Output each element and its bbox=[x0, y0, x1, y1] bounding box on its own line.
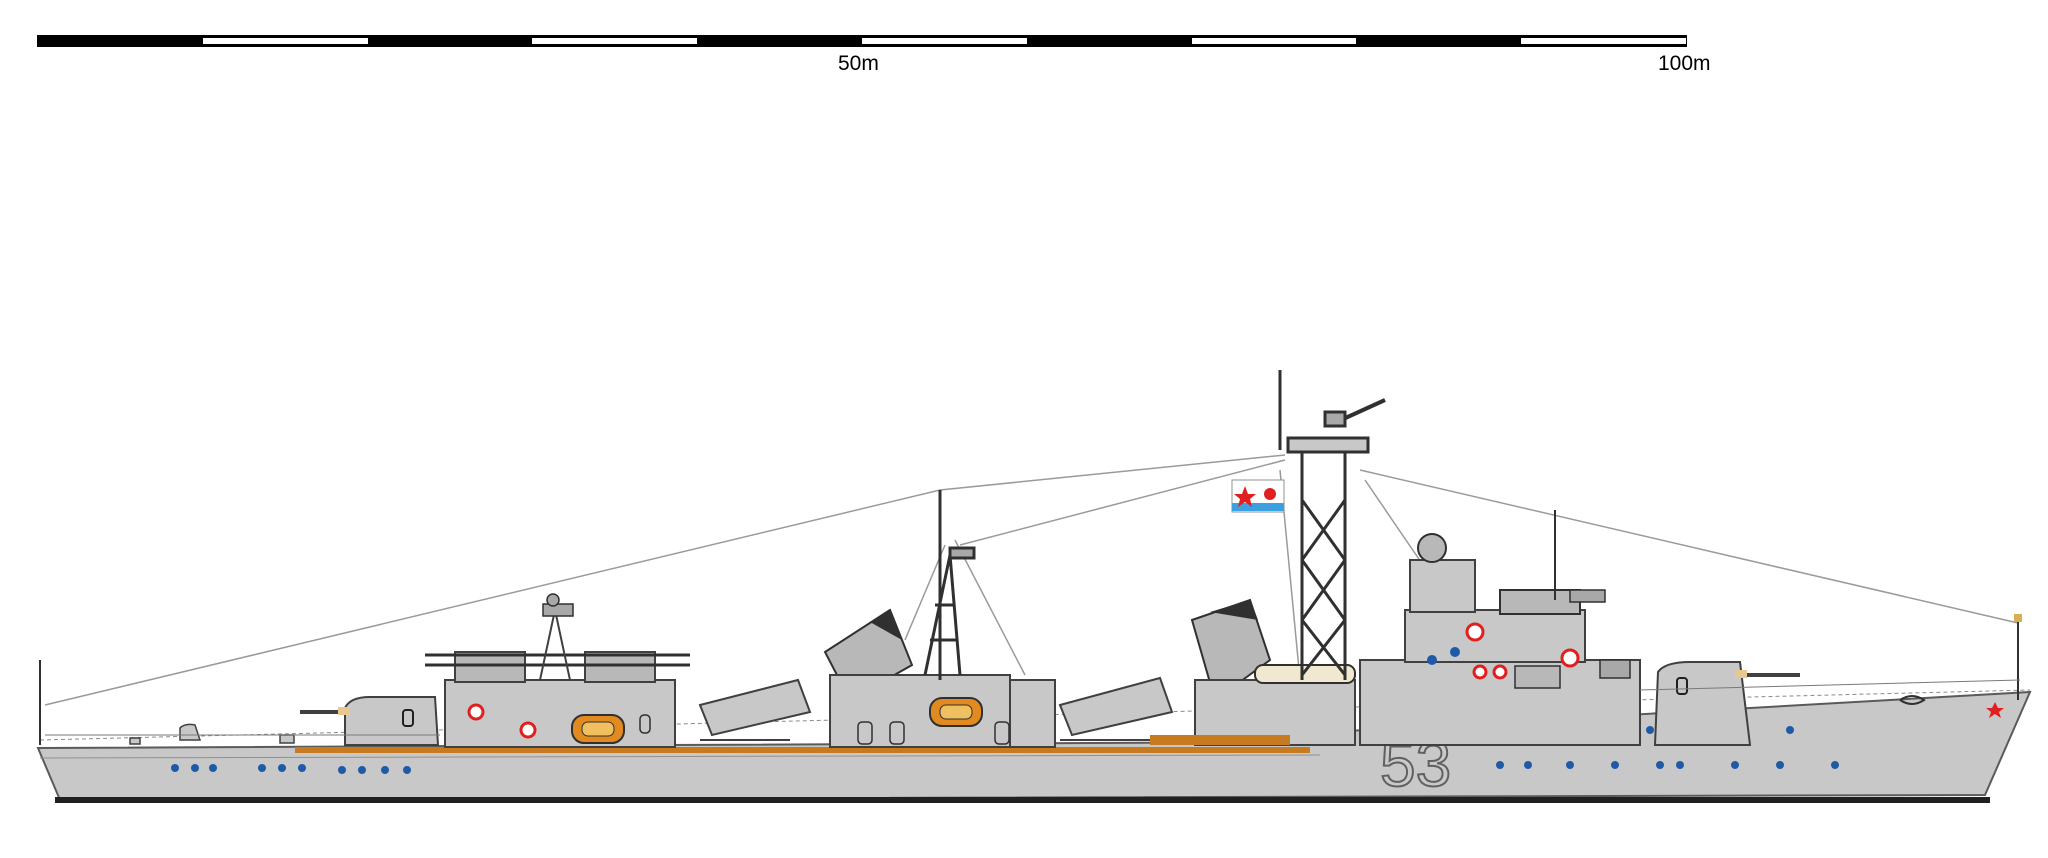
torpedo-tube-aft bbox=[698, 678, 812, 741]
scale-segment bbox=[532, 36, 698, 46]
bow-fittings bbox=[1899, 614, 2022, 718]
bridge-superstructure bbox=[1359, 510, 1641, 746]
forward-funnel bbox=[1150, 598, 1356, 746]
scale-segment bbox=[861, 36, 1027, 46]
forward-gun-turret bbox=[1653, 661, 1800, 746]
midship-superstructure bbox=[823, 608, 1056, 748]
scale-bar bbox=[37, 35, 1687, 47]
scale-segment bbox=[1026, 36, 1192, 46]
scale-segment bbox=[697, 36, 862, 46]
naval-ensign-flag bbox=[1231, 479, 1285, 513]
deck-railings bbox=[45, 679, 2021, 736]
deck-fittings-aft bbox=[129, 723, 295, 745]
lattice-mast-fwd bbox=[1278, 370, 1386, 680]
scale-label-100m: 100m bbox=[1658, 52, 1711, 75]
scale-segment bbox=[1521, 36, 1686, 46]
scale-label-50m: 50m bbox=[838, 52, 879, 75]
torpedo-tube-fwd bbox=[1058, 676, 1174, 741]
aft-gun-turret bbox=[300, 696, 440, 746]
scale-segment bbox=[202, 36, 368, 46]
scale-segment bbox=[1356, 36, 1522, 46]
lattice-mast-mid bbox=[923, 490, 976, 680]
scale-segment bbox=[1191, 36, 1357, 46]
scale-segment bbox=[367, 36, 533, 46]
aft-superstructure bbox=[425, 593, 690, 748]
scale-segment bbox=[38, 36, 203, 46]
